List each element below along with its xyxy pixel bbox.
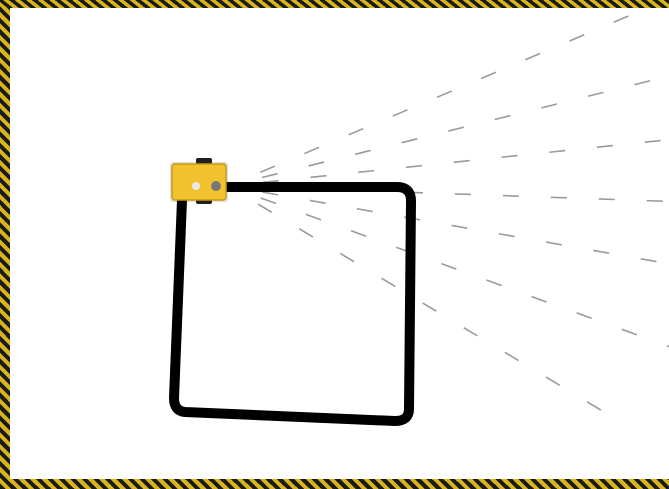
simulator-arena <box>0 0 669 489</box>
hazard-stripe-border <box>0 0 669 489</box>
